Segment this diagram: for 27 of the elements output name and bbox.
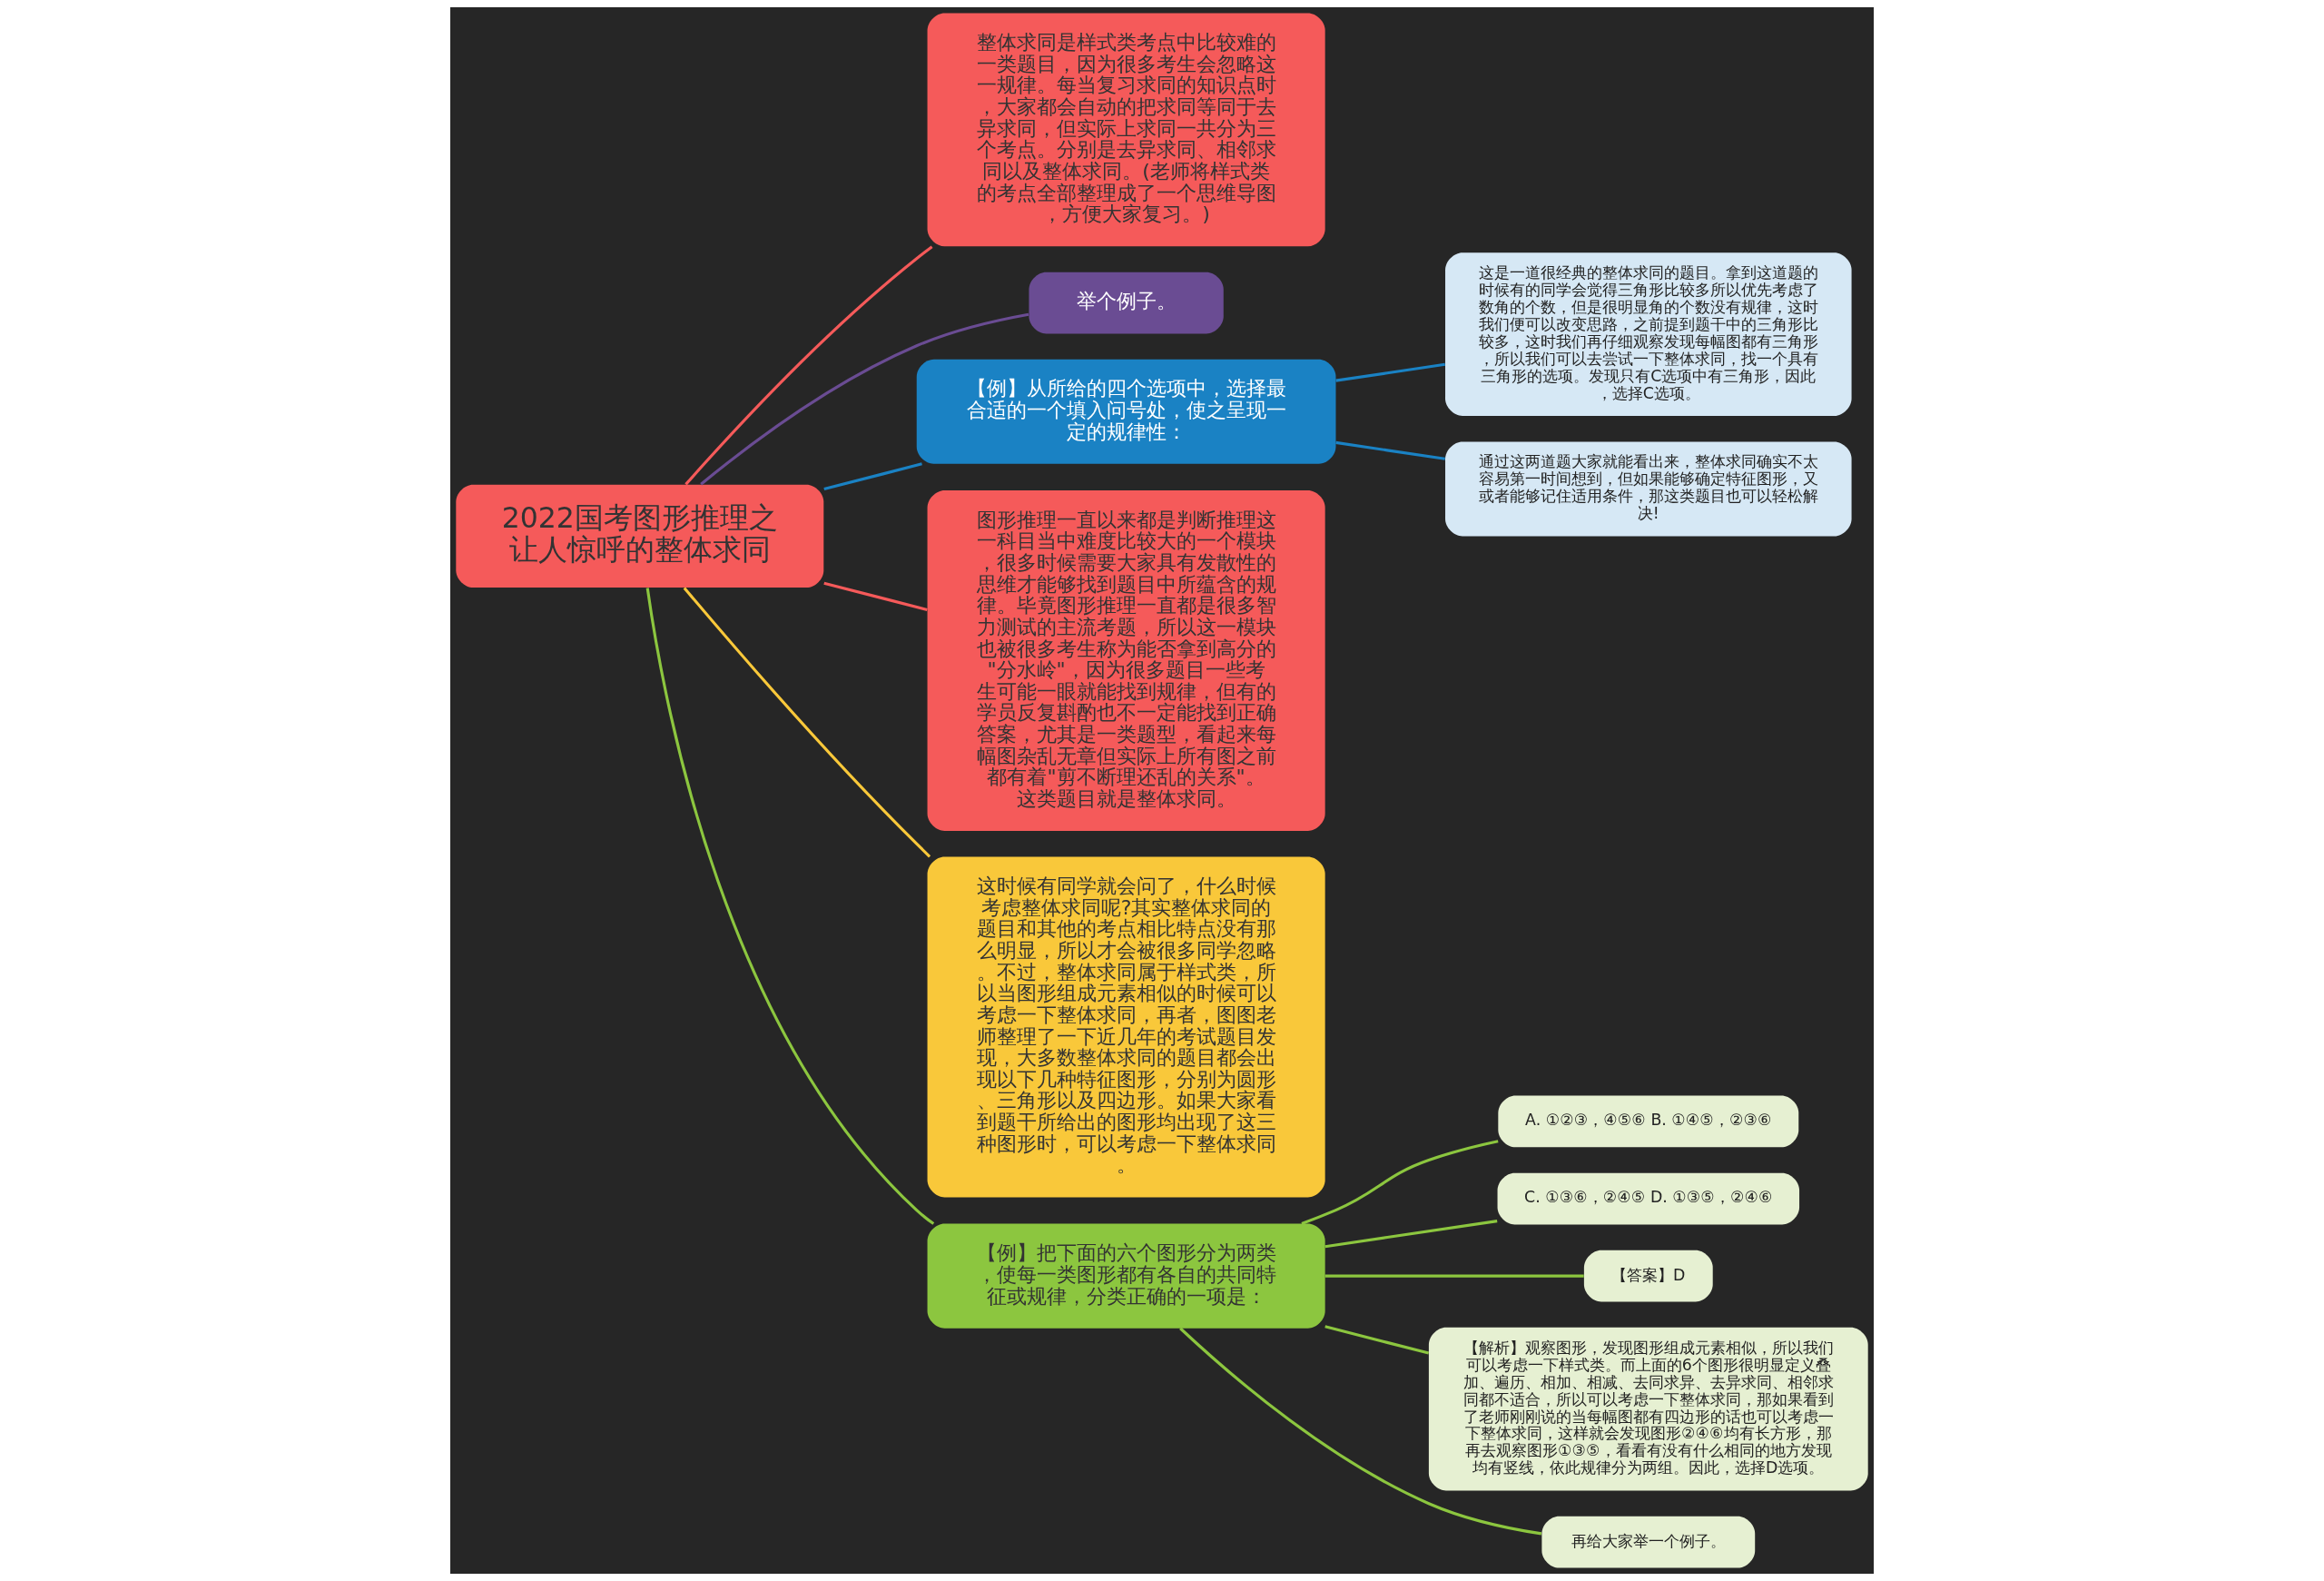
- connector: [1324, 1325, 1430, 1355]
- node-box: 2022国考图形推理之让人惊呼的整体求同: [456, 484, 824, 588]
- connector: [1179, 1327, 1542, 1536]
- connector: [823, 462, 922, 491]
- node-box: 这是一道很经典的整体求同的题目。拿到这道题的时候有的同学会觉得三角形比较多所以优先考虑了数角的个数，但是很明显角的个数没有规律，这时我们便可以改变思路，之前提到题干中的三角形比较多，这时我们再仔细观察发现每幅图都有三角形，所以我们可以去尝试一下整体求同，找一个具有三角形的选项。发现只有C选项中有三角形，因此，选择C选项。: [1445, 252, 1852, 416]
- node-box: 【例】从所给的四个选项中，选择最合适的一个填入问号处，使之呈现一定的规律性：: [916, 359, 1336, 464]
- node-box: 【答案】D: [1583, 1250, 1713, 1302]
- node-box: A. ①②③，④⑤⑥ B. ①④⑤，②③⑥: [1498, 1095, 1799, 1148]
- node-box: C. ①③⑥，②④⑤ D. ①③⑤，②④⑥: [1497, 1172, 1800, 1225]
- connector: [1324, 1274, 1584, 1278]
- node-box: 举个例子。: [1029, 272, 1224, 334]
- connector: [683, 587, 931, 858]
- connector: [1324, 1220, 1498, 1249]
- connector: [1301, 1140, 1499, 1225]
- node-box: 整体求同是样式类考点中比较难的一类题目，因为很多考生会忽略这一规律。每当复习求同的知识点时，大家都会自动的把求同等同于去异求同，但实际上求同一共分为三个考点。分别是去异求同、相邻求同以及整体求同。(老师将样式类的考点全部整理成了一个思维导图，方便大家复习。): [927, 13, 1325, 247]
- node-box: 图形推理一直以来都是判断推理这一科目当中难度比较大的一个模块，很多时候需要大家具有发散性的思维才能够找到题目中所蕴含的规律。毕竟图形推理一直都是很多智力测试的主流考题，所以这一模块也被很多考生称为能否拿到高分的"分水岭"，因为很多题目一些考生可能一眼就能找到规律，但有的学员反复斟酌也不一定能找到正确答案，尤其是一类题型，看起来每幅图杂乱无章但实际上所有图之前都有着"剪不断理还乱的关系"。这类题目就是整体求同。: [927, 489, 1325, 831]
- connector: [700, 312, 1029, 486]
- node-box: 通过这两道题大家就能看出来，整体求同确实不太容易第一时间想到，但如果能够确定特征图形，又或者能够记住适用条件，那这类题目也可以轻松解决!: [1445, 441, 1852, 537]
- connector: [645, 588, 935, 1225]
- node-box: 再给大家举一个例子。: [1541, 1516, 1756, 1568]
- node-box: 这时候有同学就会问了，什么时候考虑整体求同呢?其实整体求同的题目和其他的考点相比特点没有那么明显，所以才会被很多同学忽略。不过，整体求同属于样式类，所以当图形组成元素相似的时候可以考虑一下整体求同，再者，图图老师整理了一下近几年的考试题目发现，大多数整体求同的题目都会出现以下几种特征图形，分别为圆形、三角形以及四边形。如果大家看到题干所给出的图形均出现了这三种图形时，可以考虑一下整体求同。: [927, 856, 1325, 1198]
- connector: [1335, 440, 1445, 460]
- connector: [823, 581, 928, 611]
- node-box: 【例】把下面的六个图形分为两类，使每一类图形都有各自的共同特征或规律，分类正确的一项是：: [927, 1223, 1325, 1329]
- node-box: 【解析】观察图形，发现图形组成元素相似，所以我们可以考虑一下样式类。而上面的6个图形很明显定义叠加、遍历、相加、相减、去同求异、去异求同、相邻求同都不适合，所以可以考虑一下整体求同，那如果看到了老师刚刚说的当每幅图都有四边形的话也可以考虑一下整体求同，这样就会发现图形②④⑥均有长方形，那再去观察图形①③⑤，看看有没有什么相同的地方发现均有竖线，依此规律分为两组。因此，选择D选项。: [1428, 1327, 1868, 1491]
- connector: [684, 245, 933, 486]
- connector: [1335, 362, 1445, 382]
